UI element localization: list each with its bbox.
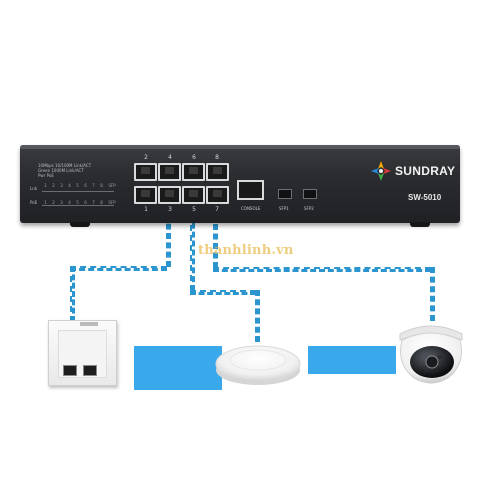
led-number: 5 (76, 183, 79, 188)
rj45-port (134, 163, 157, 181)
panel-legend: 10Mbps 10/100M Link/ACT Green 1000M Link… (38, 163, 100, 178)
console-label: CONSOLE (241, 206, 261, 211)
switch-top-edge (20, 145, 460, 149)
rj45-port (206, 163, 229, 181)
led-divider-1 (42, 191, 114, 192)
rj45-port (182, 163, 205, 181)
sfp-slot-1 (278, 189, 292, 199)
led-number: 4 (68, 183, 71, 188)
led-number-row-bottom: 1 2 3 4 5 6 7 8 SFP (44, 200, 116, 205)
wall-outlet-label-strip (80, 322, 98, 326)
led-number: 3 (60, 200, 63, 205)
panel-legend-line-1: 10Mbps 10/100M Link/ACT (38, 163, 92, 168)
port-number-bottom: 3 (168, 206, 172, 213)
port-number-top: 6 (192, 154, 196, 161)
led-number: SFP (108, 200, 116, 205)
led-number: 5 (76, 200, 79, 205)
port-number-top: 2 (144, 154, 148, 161)
led-label-poe: PoE (30, 200, 38, 205)
switch-foot-right (410, 222, 430, 227)
rj45-port (134, 186, 157, 204)
dome-camera-icon (399, 325, 463, 384)
led-number: 2 (52, 183, 55, 188)
cable-to-ap-vertical-2 (255, 290, 260, 342)
led-number: 3 (60, 183, 63, 188)
access-point-icon (215, 345, 301, 385)
rj45-port (158, 163, 181, 181)
panel-legend-line-3: Pwr PoE (38, 173, 54, 178)
port-number-top: 4 (168, 154, 172, 161)
led-number: 8 (100, 183, 103, 188)
port-number-bottom: 5 (192, 206, 196, 213)
rj45-port (182, 186, 205, 204)
port-number-bottom: 7 (215, 206, 219, 213)
rj45-port (158, 186, 181, 204)
led-number: 1 (44, 200, 47, 205)
sundray-logo-icon (371, 161, 391, 181)
cable-to-ap-horizontal (190, 290, 256, 295)
led-number: 8 (100, 200, 103, 205)
led-number: 1 (44, 183, 47, 188)
brand-name: SUNDRAY (395, 164, 456, 178)
switch-foot-left (70, 222, 90, 227)
led-number: 2 (52, 200, 55, 205)
led-divider-2 (42, 205, 114, 206)
led-number: 7 (92, 183, 95, 188)
cable-to-outlet-horizontal (70, 266, 167, 271)
led-number: 7 (92, 200, 95, 205)
rj45-port (206, 186, 229, 204)
watermark: thanhlinh.vn (198, 243, 294, 258)
cable-to-camera-vertical-2 (430, 267, 435, 321)
wall-outlet-jack (83, 365, 97, 376)
console-port (237, 180, 264, 200)
led-number: SFP (108, 183, 116, 188)
model-name: SW-5010 (408, 193, 442, 202)
led-number: 4 (68, 200, 71, 205)
sfp-label-1: SFP1 (279, 206, 289, 211)
blue-bar-left (134, 346, 222, 390)
blue-bar-right (308, 346, 396, 374)
led-number: 6 (84, 200, 87, 205)
cable-to-camera-horizontal (213, 267, 431, 272)
port-number-bottom: 1 (144, 206, 148, 213)
led-number-row-top: 1 2 3 4 5 6 7 8 SFP (44, 183, 116, 188)
led-label-link: Lnk (30, 186, 38, 191)
led-number: 6 (84, 183, 87, 188)
cable-to-outlet-vertical-2 (70, 266, 75, 322)
sfp-slot-2 (303, 189, 317, 199)
panel-legend-line-2: Green 1000M Link/ACT (38, 168, 84, 173)
port-number-top: 8 (215, 154, 219, 161)
sfp-label-2: SFP2 (304, 206, 314, 211)
wall-outlet-jack (63, 365, 77, 376)
